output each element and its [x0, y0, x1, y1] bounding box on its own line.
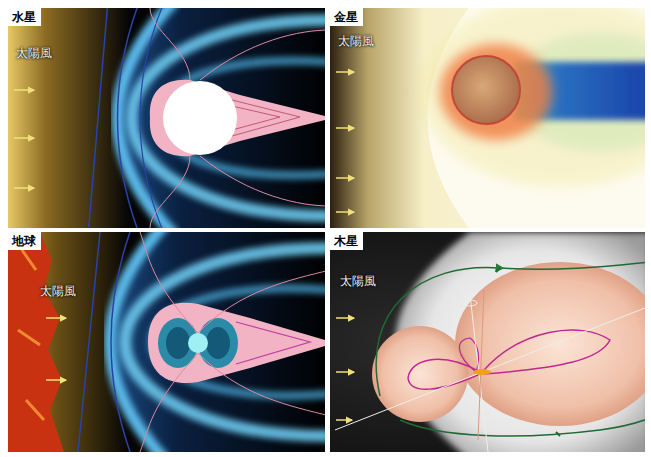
ionosphere-halo [440, 44, 552, 140]
wind-arrow [336, 177, 354, 179]
wind-arrow [14, 187, 34, 189]
planet-panel: 水星太陽風 [8, 8, 325, 228]
field-line [111, 232, 130, 452]
venus-planet [452, 56, 520, 124]
panel-title: 水星 [8, 8, 41, 26]
solar-wind-label: 太陽風 [16, 46, 52, 60]
field-line [150, 8, 190, 80]
field-line [200, 156, 325, 206]
mercury-panel [8, 8, 325, 228]
ionosheath [420, 8, 645, 187]
magnetosheath [118, 8, 326, 228]
planet-panel: 地球太陽風 [8, 232, 325, 452]
field-line [376, 262, 645, 396]
plasma-loop [484, 330, 610, 374]
venus-panel [330, 8, 645, 228]
solar-wind-label: 太陽風 [338, 34, 374, 48]
earth-panel [8, 232, 325, 452]
magnetosheath [110, 232, 325, 452]
field-line [150, 156, 190, 228]
wind-arrow [14, 137, 34, 139]
magnetic-axis [478, 290, 484, 440]
jupiter-panel [330, 232, 645, 452]
wind-arrow [336, 371, 354, 373]
field-line [118, 8, 141, 228]
field-arrow [496, 268, 560, 436]
field-line [400, 418, 645, 436]
wind-arrow [336, 317, 354, 319]
wind-arrow [46, 379, 66, 381]
plane-line [335, 306, 645, 430]
wind-arrow [336, 71, 354, 73]
planet-panel: 木星太陽風 [330, 232, 645, 452]
panel-title: 木星 [330, 232, 363, 250]
field-line [236, 322, 310, 364]
earth-planet [188, 333, 208, 353]
field-line [232, 100, 300, 136]
mercury-planet [163, 81, 237, 155]
planet-panel: 金星太陽風 [330, 8, 645, 228]
magnetopause-band [132, 20, 325, 216]
radiation-belt [166, 327, 190, 359]
field-line [88, 8, 108, 228]
wind-arrow [14, 89, 34, 91]
field-line [78, 232, 100, 452]
solar-wind-label: 太陽風 [340, 274, 376, 288]
magnetopause-band [125, 248, 325, 436]
wind-arrow [336, 419, 352, 421]
field-line [200, 30, 325, 80]
wind-arrow [336, 127, 354, 129]
panel-title: 金星 [330, 8, 363, 26]
magnetosphere-lobe [455, 262, 645, 426]
plasma-region [148, 303, 325, 383]
sun-flare [18, 250, 44, 420]
wind-arrow [46, 317, 66, 319]
panel-title: 地球 [8, 232, 41, 250]
jupiter-planet [473, 369, 491, 375]
magnetosphere-lobe [372, 326, 468, 422]
solar-wind-label: 太陽風 [40, 284, 76, 298]
rotation-mark [463, 300, 477, 306]
sun-surface [8, 232, 64, 452]
plasma-region [150, 80, 325, 156]
radiation-belt [206, 327, 230, 359]
field-line [232, 106, 280, 130]
field-line [140, 232, 325, 452]
wind-arrow [336, 211, 354, 213]
plasma-loop [408, 359, 480, 389]
